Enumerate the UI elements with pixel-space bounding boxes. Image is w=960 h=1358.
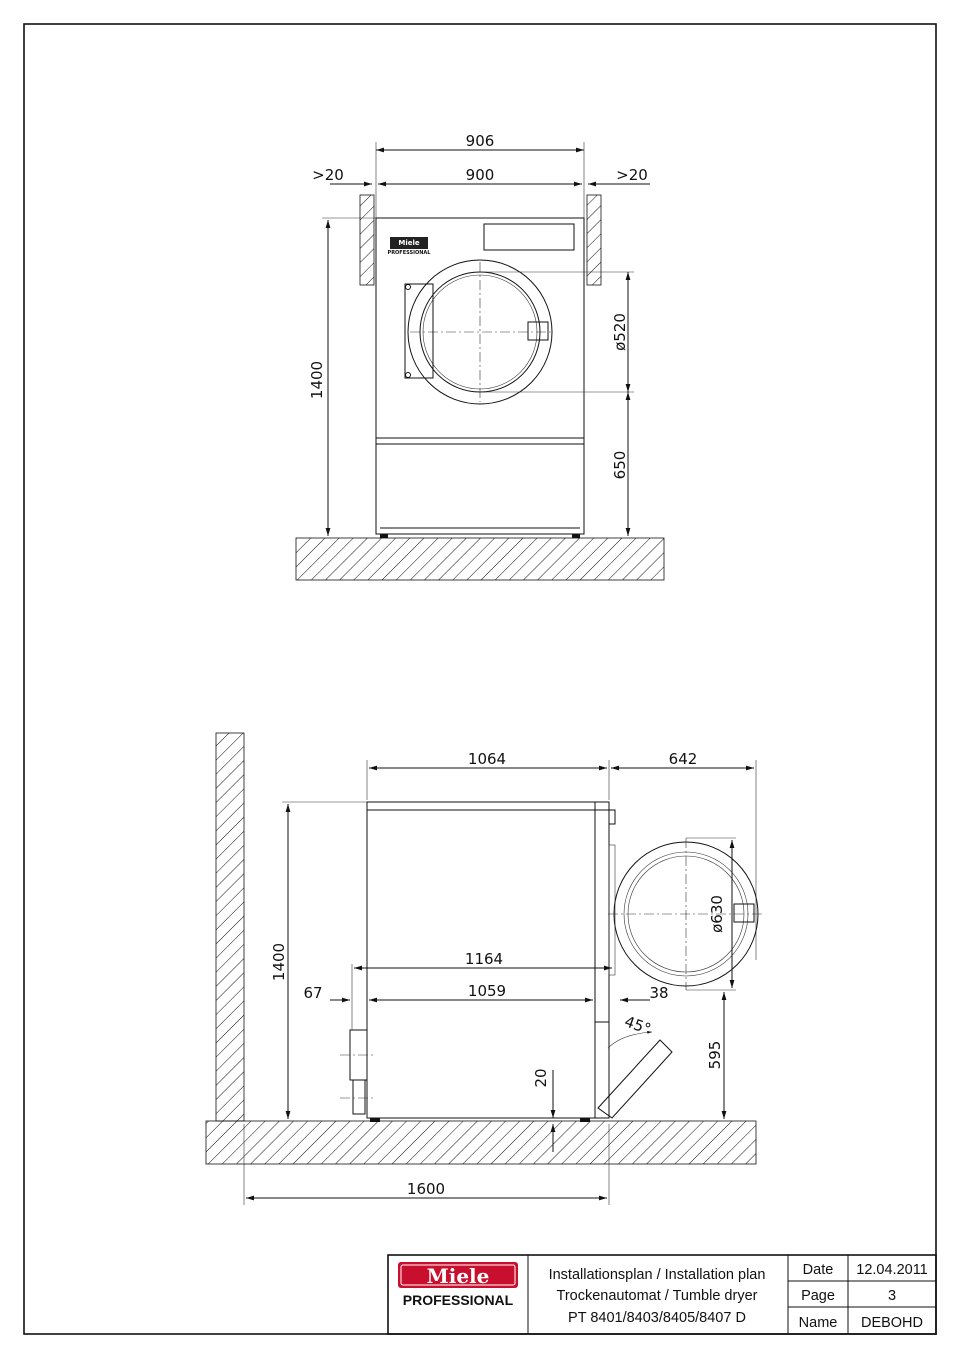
front-floor	[295, 537, 665, 581]
title-block: Miele PROFESSIONAL Installationsplan / I…	[387, 1254, 937, 1335]
side-dim-room-depth: 1600	[407, 1180, 445, 1198]
side-dim-door-angle: 45°	[622, 1012, 653, 1038]
front-door-outer	[407, 259, 553, 405]
brand-logo-subtext: PROFESSIONAL	[403, 1292, 514, 1308]
front-dim-door-center-height: 650	[611, 451, 629, 480]
side-wall	[215, 732, 245, 1122]
side-dim-total-depth: 1164	[465, 950, 503, 968]
front-door-hinge	[404, 283, 434, 379]
title-line1: Installationsplan / Installation plan	[549, 1267, 766, 1283]
front-dim-clearance-left: >20	[312, 166, 344, 184]
name-value: DEBOHD	[861, 1315, 923, 1331]
brand-logo	[398, 1262, 518, 1288]
page-label: Page	[801, 1288, 835, 1304]
front-dim-clearance-right: >20	[616, 166, 648, 184]
brand-logo-text: Miele	[427, 1264, 490, 1288]
front-logo-text: Miele	[398, 239, 420, 247]
front-machine-body	[375, 217, 585, 535]
side-dim-depth-lower: 1059	[468, 982, 506, 1000]
date-value: 12.04.2011	[856, 1262, 928, 1278]
date-label: Date	[803, 1262, 834, 1278]
front-dim-door-diameter: ø520	[611, 313, 629, 351]
side-dim-door-height: 595	[706, 1041, 724, 1070]
front-dim-width: 900	[466, 166, 495, 184]
front-dim-total-width: 906	[466, 132, 495, 150]
title-line2: Trockenautomat / Tumble dryer	[557, 1288, 758, 1304]
side-dim-front-offset: 38	[649, 984, 668, 1002]
name-label: Name	[799, 1315, 838, 1331]
title-line3: PT 8401/8403/8405/8407 D	[568, 1310, 746, 1326]
front-door-handle	[527, 321, 549, 341]
front-wall-left	[359, 194, 375, 286]
side-dim-wall-offset: 67	[303, 984, 322, 1002]
side-dim-feet-height: 20	[532, 1068, 550, 1087]
side-dim-depth: 1064	[468, 750, 506, 768]
side-dim-door-projection: 642	[669, 750, 698, 768]
side-floor	[205, 1120, 757, 1165]
front-logo	[390, 237, 428, 249]
side-open-door	[597, 1039, 673, 1119]
front-logo-subtext: PROFESSIONAL	[388, 250, 432, 256]
front-display-panel	[483, 223, 575, 251]
side-view: 1064 642 ø630 45° 595	[205, 732, 764, 1205]
side-dim-height: 1400	[270, 943, 288, 981]
front-wall-right	[586, 194, 602, 286]
side-dim-door-swing-diameter: ø630	[708, 895, 726, 933]
front-view: 906 900 >20 >20 Miele PROFESSIONAL ø52	[295, 132, 665, 581]
front-dim-height: 1400	[308, 361, 326, 399]
page-value: 3	[888, 1288, 896, 1304]
